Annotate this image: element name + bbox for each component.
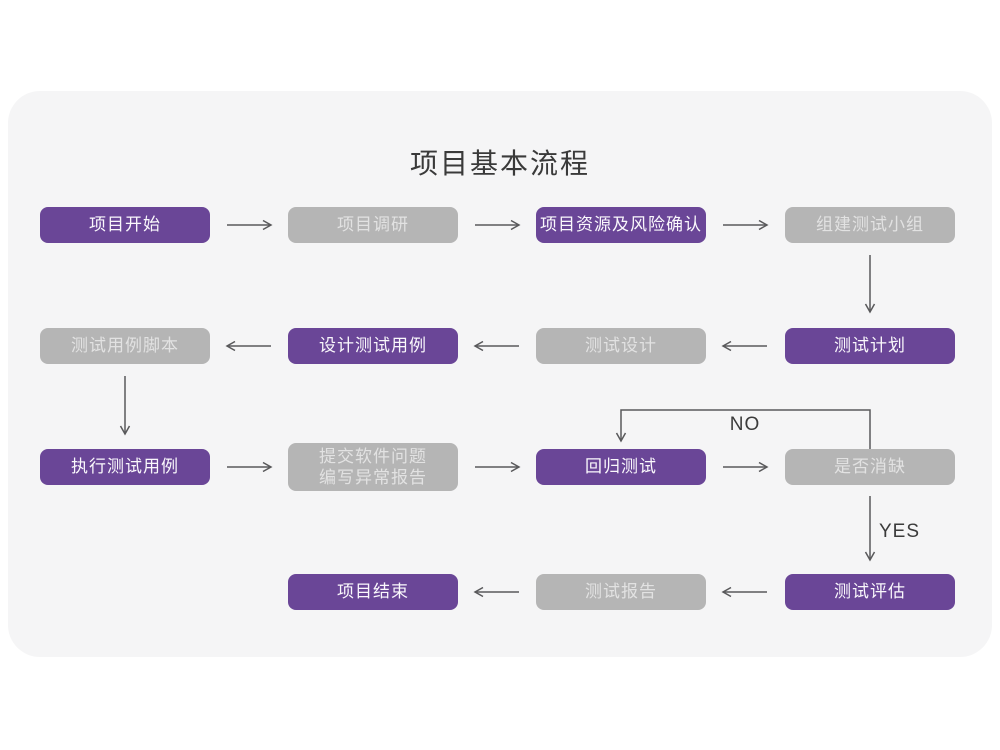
node-test-design: 测试设计: [536, 328, 706, 364]
node-build-test-team: 组建测试小组: [785, 207, 955, 243]
node-project-end: 项目结束: [288, 574, 458, 610]
node-project-research: 项目调研: [288, 207, 458, 243]
diagram-title: 项目基本流程: [409, 148, 590, 179]
node-test-plan: 测试计划: [785, 328, 955, 364]
node-test-report: 测试报告: [536, 574, 706, 610]
diagram-panel: [8, 91, 992, 657]
node-resources-and-risk-confirm: 项目资源及风险确认: [536, 207, 706, 243]
node-design-test-cases: 设计测试用例: [288, 328, 458, 364]
node-defect-cleared: 是否消缺: [785, 449, 955, 485]
node-label-line2: 编写异常报告: [319, 468, 427, 487]
branch-label-yes: YES: [879, 521, 921, 542]
node-submit-issue-report: 提交软件问题 编写异常报告: [288, 443, 458, 491]
branch-label-no: NO: [729, 414, 761, 435]
node-test-case-script: 测试用例脚本: [40, 328, 210, 364]
node-execute-test-cases: 执行测试用例: [40, 449, 210, 485]
node-test-evaluation: 测试评估: [785, 574, 955, 610]
node-label-line1: 提交软件问题: [319, 447, 427, 466]
node-project-start: 项目开始: [40, 207, 210, 243]
node-regression-test: 回归测试: [536, 449, 706, 485]
